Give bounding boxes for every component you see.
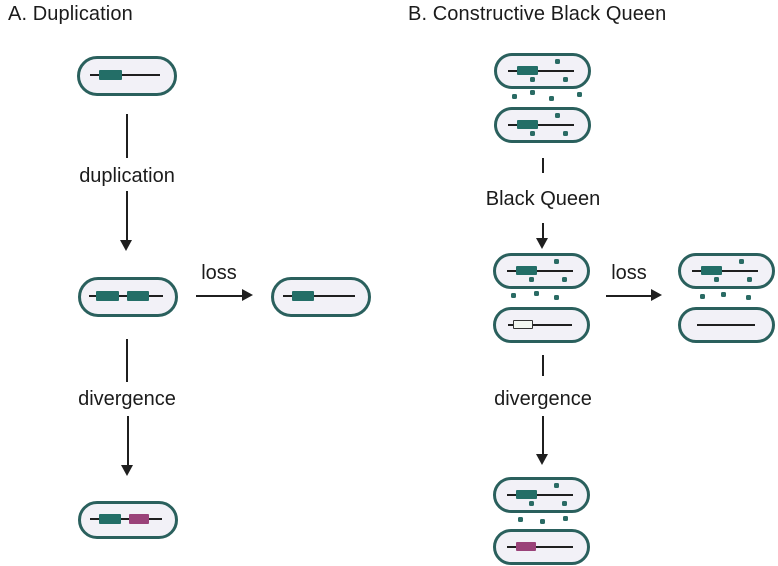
secreted-molecule-dot <box>563 516 568 521</box>
secreted-molecule-dot <box>534 291 539 296</box>
secreted-molecule-dot <box>530 131 535 136</box>
panel-b-title: B. Constructive Black Queen <box>408 3 667 25</box>
bacterium-cell-ancestor <box>77 56 177 96</box>
genome-line <box>508 124 574 126</box>
loss-arrow-b <box>606 295 651 297</box>
secreted-molecule-dot <box>529 277 534 282</box>
gene-purple <box>129 514 149 524</box>
loss-label-b: loss <box>611 262 647 284</box>
secreted-molecule-dot <box>549 96 554 101</box>
connector-line <box>126 114 128 158</box>
gene-teal <box>517 120 538 129</box>
gene-purple <box>516 542 536 551</box>
secreted-molecule-dot <box>554 259 559 264</box>
arrow-head-right-icon <box>242 289 253 301</box>
secreted-molecule-dot <box>562 277 567 282</box>
secreted-molecule-dot <box>739 259 744 264</box>
bacterium-cell-after-duplication <box>78 277 178 317</box>
duplication-label: duplication <box>79 165 175 187</box>
gene-teal <box>292 291 314 301</box>
divergence-arrow-a <box>127 416 129 465</box>
divergence-arrow-b <box>542 416 544 454</box>
secreted-molecule-dot <box>721 292 726 297</box>
gene-teal <box>516 266 537 275</box>
secreted-molecule-dot <box>554 483 559 488</box>
bacterium-cell-secreting <box>493 253 590 289</box>
bacterium-cell-after-loss <box>271 277 371 317</box>
secreted-molecule-dot <box>562 501 567 506</box>
genome-line <box>89 295 163 297</box>
genome-line <box>508 70 574 72</box>
bacterium-cell-secreting <box>494 107 591 143</box>
gene-teal <box>99 70 122 80</box>
bacterium-cell-gene-lost <box>678 307 775 343</box>
secreted-molecule-dot <box>529 501 534 506</box>
genome-line <box>507 270 573 272</box>
bacterium-cell-secreting <box>493 477 590 513</box>
loss-arrow-a <box>196 295 242 297</box>
bacterium-cell-secreting <box>678 253 775 289</box>
genome-line <box>90 518 162 520</box>
genome-line <box>692 270 758 272</box>
loss-label-a: loss <box>201 262 237 284</box>
arrow-head-right-icon <box>651 289 662 301</box>
arrow-head-down-icon <box>120 240 132 251</box>
duplication-arrow <box>126 191 128 240</box>
secreted-molecule-dot <box>700 294 705 299</box>
secreted-molecule-dot <box>563 77 568 82</box>
connector-line <box>542 355 544 376</box>
secreted-molecule-dot <box>518 517 523 522</box>
secreted-molecule-dot <box>746 295 751 300</box>
arrow-head-down-icon <box>121 465 133 476</box>
bacterium-cell-after-divergence <box>78 501 178 539</box>
genome-line <box>90 74 160 76</box>
genome-line <box>507 494 573 496</box>
secreted-molecule-dot <box>512 94 517 99</box>
gene-teal <box>99 514 121 524</box>
arrow-head-down-icon <box>536 454 548 465</box>
bacterium-cell-secreting <box>494 53 591 89</box>
panel-a-title: A. Duplication <box>8 3 133 25</box>
genome-line <box>283 295 355 297</box>
gene-empty <box>513 320 533 329</box>
connector-line <box>542 158 544 173</box>
secreted-molecule-dot <box>511 293 516 298</box>
arrow-head-down-icon <box>536 238 548 249</box>
bacterium-cell-diverged <box>493 529 590 565</box>
gene-teal <box>96 291 119 301</box>
genome-line <box>697 324 755 326</box>
secreted-molecule-dot <box>563 131 568 136</box>
secreted-molecule-dot <box>530 77 535 82</box>
gene-teal <box>516 490 537 499</box>
secreted-molecule-dot <box>577 92 582 97</box>
secreted-molecule-dot <box>714 277 719 282</box>
secreted-molecule-dot <box>555 59 560 64</box>
black-queen-label: Black Queen <box>485 188 601 210</box>
black-queen-arrow <box>542 223 544 238</box>
divergence-label-b: divergence <box>494 388 592 410</box>
secreted-molecule-dot <box>530 90 535 95</box>
gene-teal <box>517 66 538 75</box>
secreted-molecule-dot <box>554 295 559 300</box>
secreted-molecule-dot <box>747 277 752 282</box>
secreted-molecule-dot <box>555 113 560 118</box>
genome-line <box>508 324 572 326</box>
secreted-molecule-dot <box>540 519 545 524</box>
bacterium-cell-nonproducer <box>493 307 590 343</box>
gene-teal-copy <box>127 291 149 301</box>
connector-line <box>126 339 128 382</box>
gene-teal <box>701 266 722 275</box>
genome-line <box>507 546 573 548</box>
divergence-label-a: divergence <box>78 388 176 410</box>
